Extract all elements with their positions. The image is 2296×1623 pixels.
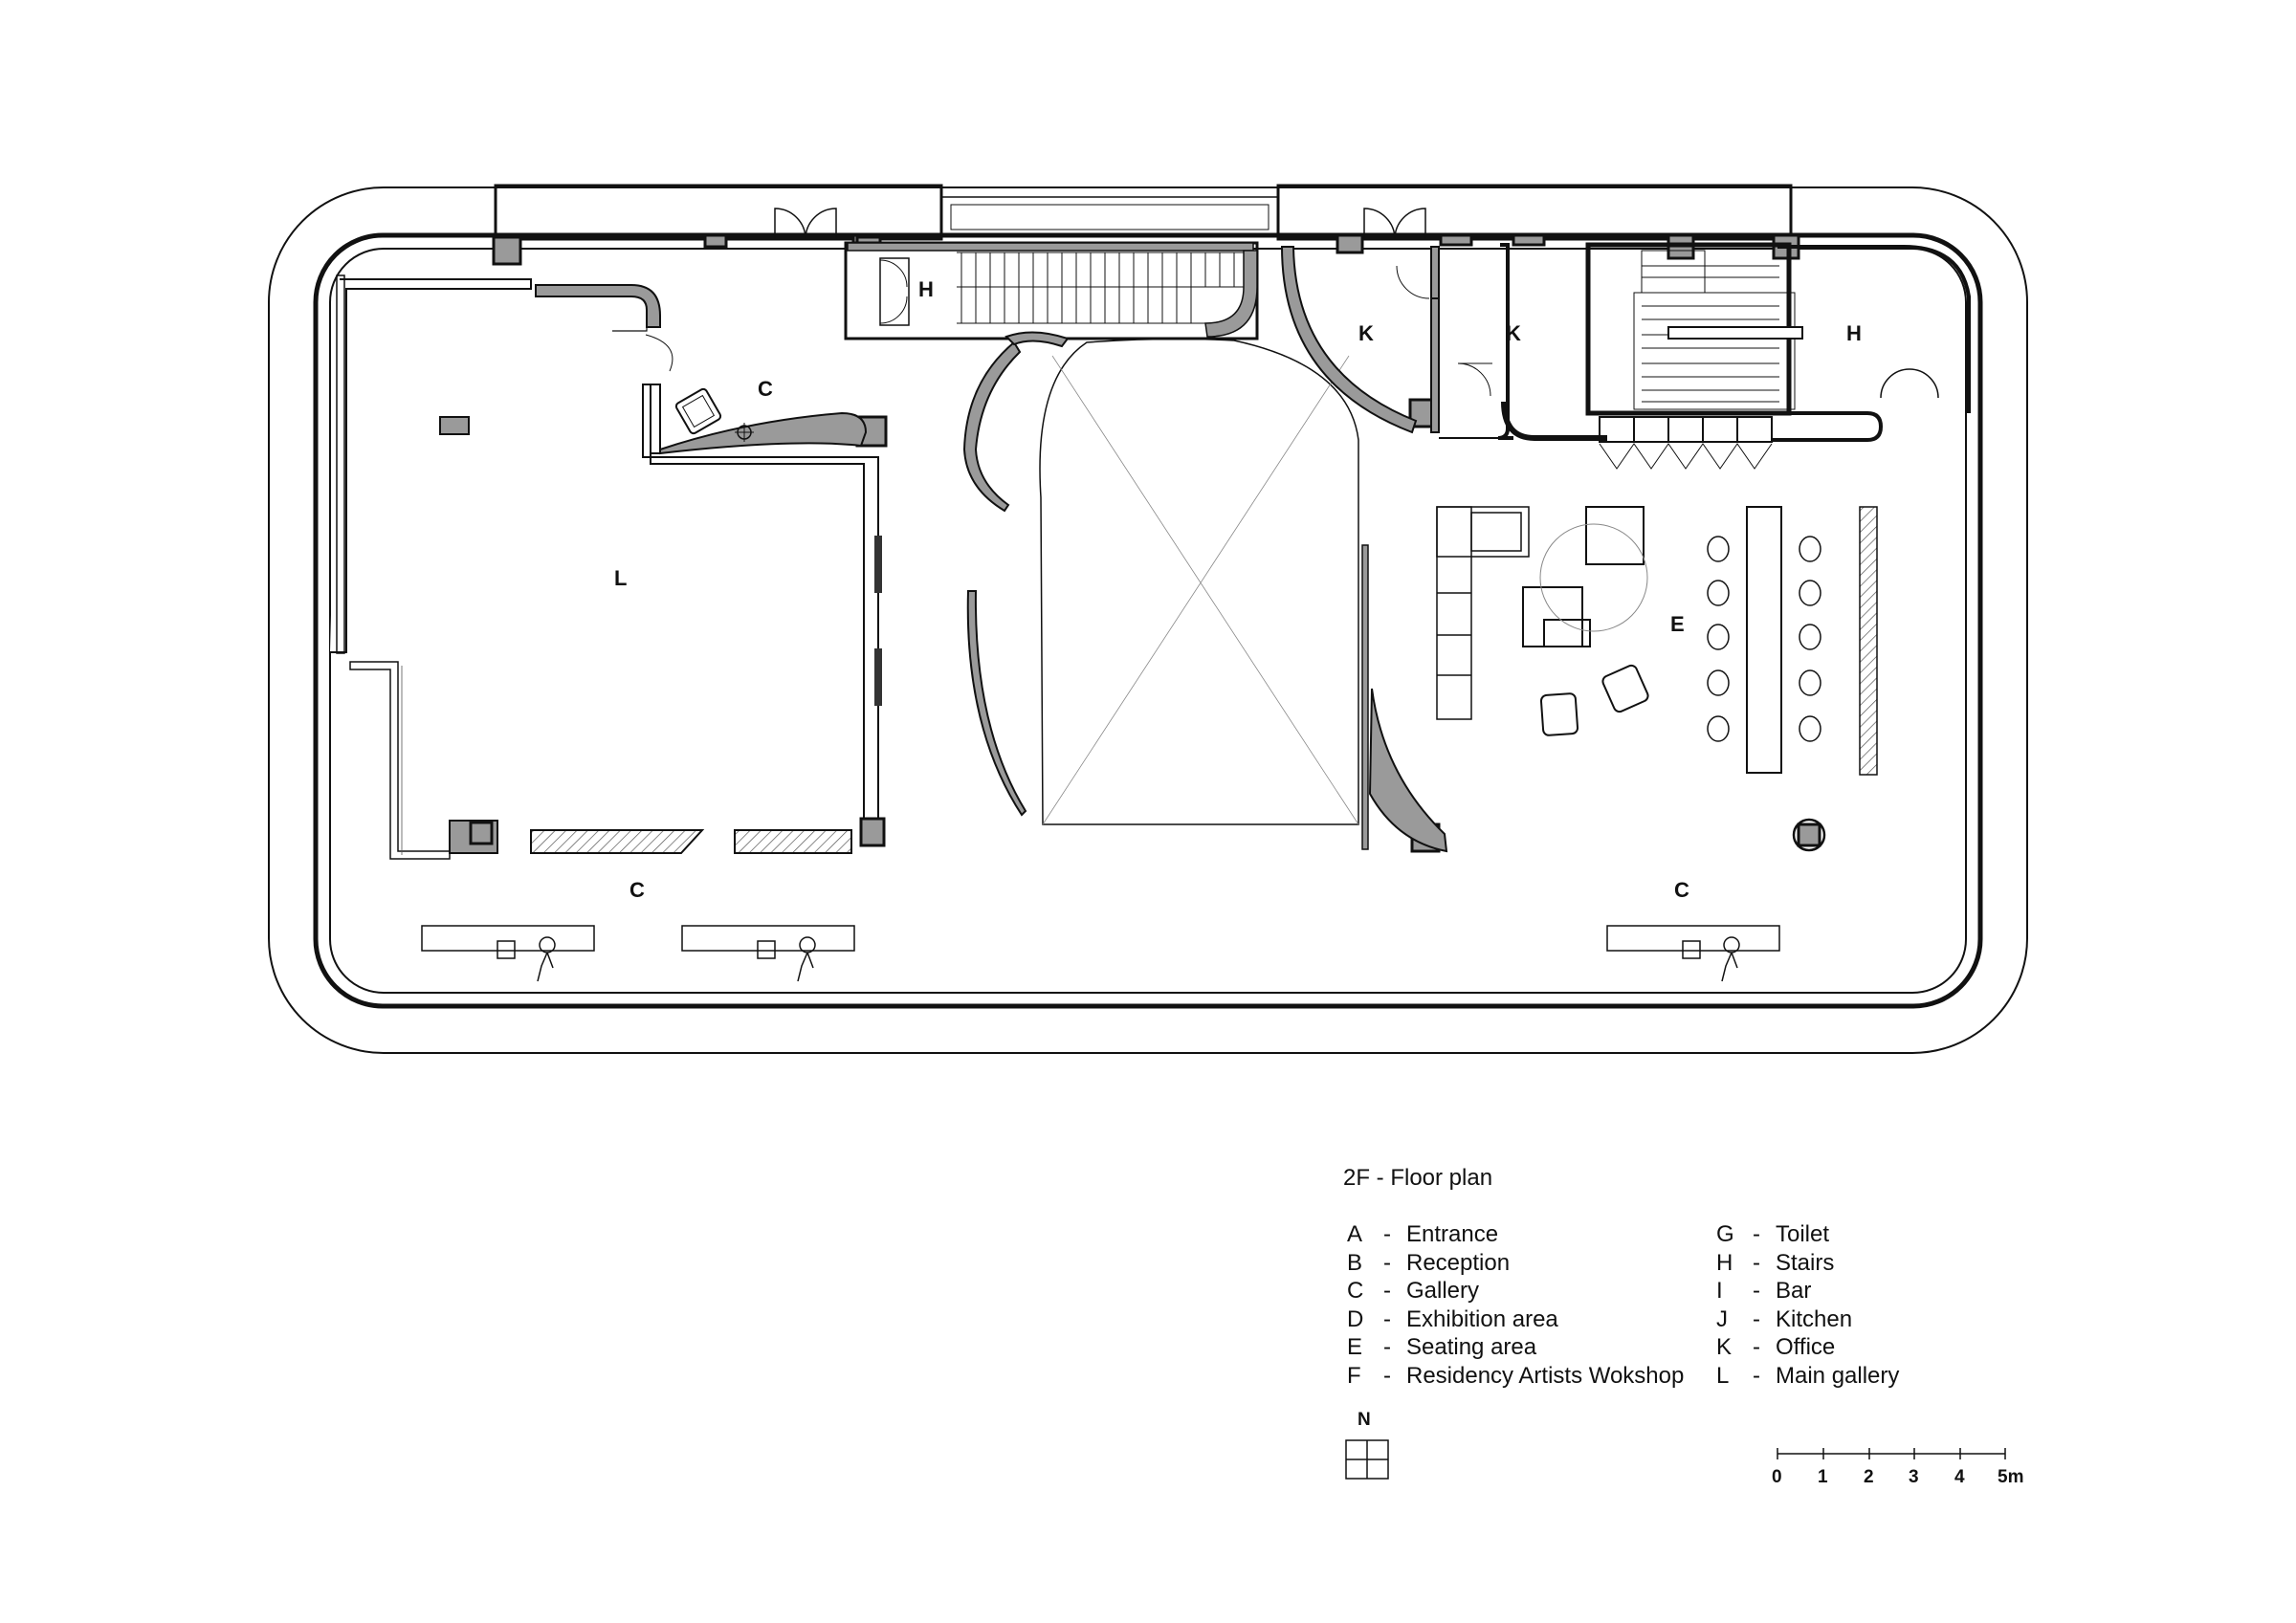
terrace-outline	[268, 186, 2028, 1054]
cabinet-row	[1599, 416, 1773, 470]
building-perimeter-inner	[329, 248, 1967, 994]
building-perimeter-outer	[313, 232, 1983, 1009]
room-label-c-left: C	[629, 878, 645, 902]
legend-item: C-Gallery	[1347, 1278, 1480, 1304]
room-label-k-right: K	[1506, 321, 1521, 345]
gallery-south-wall-hatch	[530, 829, 705, 854]
scale-tick-0: 0	[1772, 1467, 1782, 1487]
scale-tick-5m: 5m	[1998, 1467, 2023, 1487]
scale-tick-1: 1	[1818, 1467, 1828, 1487]
room-label-c-right: C	[1674, 878, 1689, 902]
left-stair-treads	[957, 252, 1244, 324]
main-gallery-wall-left	[336, 274, 345, 654]
legend-item: E-Seating area	[1347, 1334, 1537, 1360]
entrance-door	[774, 208, 837, 240]
room-label-h-right: H	[1846, 321, 1862, 345]
scale-bar	[1777, 1448, 2006, 1459]
bar-counter	[1746, 506, 1782, 774]
atrium-curved-screen-right	[1368, 688, 1448, 853]
legend-item: J-Kitchen	[1716, 1305, 1853, 1332]
lounge-chairs	[1539, 664, 1649, 736]
room-label-c-reception: C	[758, 377, 773, 401]
right-stair-treads	[1642, 265, 1779, 403]
room-label-k-left: K	[1358, 321, 1374, 345]
legend-item: B-Reception	[1347, 1249, 1511, 1276]
main-gallery-wall	[330, 278, 879, 831]
legend-item: F-Residency Artists Wokshop	[1347, 1362, 1685, 1389]
room-label-h-left: H	[918, 277, 934, 301]
room-label-l: L	[614, 566, 627, 590]
legend-right: G-Toilet H-Stairs I-Bar J-Kitchen K-Offi…	[1716, 1220, 1899, 1390]
display-tables	[421, 925, 1780, 959]
left-stair-block	[844, 241, 1259, 340]
legend-item: K-Office	[1716, 1334, 1836, 1360]
north-label: N	[1358, 1410, 1371, 1430]
legend-item: H-Stairs	[1716, 1249, 1835, 1276]
top-volume-center	[940, 196, 1279, 236]
structural-columns	[469, 233, 1821, 853]
legend-item: I-Bar	[1716, 1278, 1812, 1304]
figure-people	[537, 936, 1740, 982]
top-volume-left	[494, 184, 943, 241]
scale-tick-3: 3	[1909, 1467, 1919, 1487]
legend-left: A-Entrance B-Reception C-Gallery D-Exhib…	[1347, 1220, 1684, 1390]
office-curved-wall	[1280, 246, 1418, 434]
top-volume-right	[1276, 184, 1793, 241]
side-tables	[1522, 506, 1648, 647]
scale-tick-4: 4	[1954, 1467, 1965, 1487]
plan-title: 2F - Floor plan	[1343, 1165, 1493, 1191]
legend-item: G-Toilet	[1716, 1221, 1830, 1247]
wall-shelf	[1859, 506, 1878, 776]
reception-counter	[535, 284, 661, 328]
gallery-bench	[439, 416, 470, 435]
north-arrow	[1345, 1439, 1389, 1480]
legend-item: L-Main gallery	[1716, 1362, 1900, 1389]
reception-chair	[674, 387, 722, 435]
scale-tick-2: 2	[1864, 1467, 1874, 1487]
legend-item: D-Exhibition area	[1347, 1305, 1558, 1332]
reception-curved-wall	[659, 411, 868, 455]
room-label-e: E	[1670, 612, 1685, 636]
legend-item: A-Entrance	[1347, 1221, 1499, 1247]
bar-stools	[1707, 536, 1821, 742]
atrium-void	[1039, 338, 1359, 825]
atrium-curved-screen-left	[962, 340, 1022, 513]
sofa	[1436, 506, 1530, 720]
